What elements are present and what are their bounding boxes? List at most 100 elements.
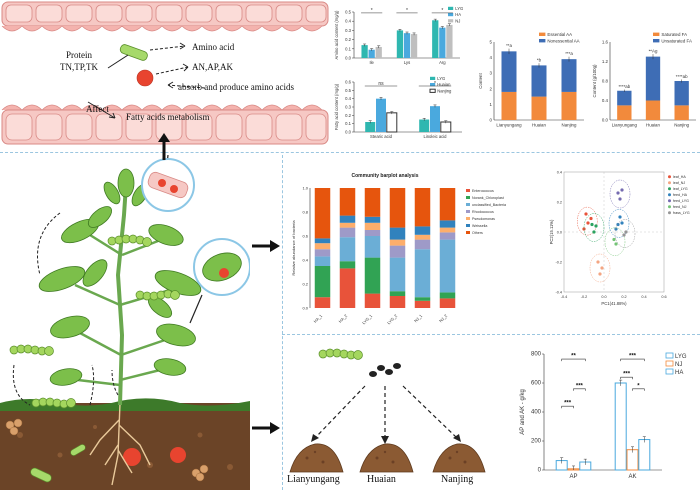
bar	[446, 24, 453, 59]
stack-segment	[561, 59, 577, 92]
stack-segment	[531, 96, 547, 120]
y-tick-label: 0.2	[345, 113, 351, 118]
amino-acid-label: Amino acid	[192, 42, 235, 52]
y-tick-label: 0.1	[345, 46, 351, 51]
bar	[410, 34, 418, 58]
legend-label: Nonessential AA	[547, 38, 579, 43]
stack-segment	[439, 239, 456, 293]
scatter-point	[598, 272, 602, 276]
y-tick-label: 0.2	[557, 200, 562, 204]
group-ellipse	[577, 206, 598, 236]
sig-bracket	[620, 358, 645, 362]
legend-swatch	[665, 352, 674, 359]
green-capsule-icon	[119, 44, 148, 61]
legend-label: Norank_Chloroplast	[472, 196, 504, 200]
y-tick-label: 1	[490, 102, 493, 107]
scatter-point	[592, 230, 596, 234]
y-tick-label: 0.0	[557, 230, 562, 234]
scatter-point	[589, 216, 593, 221]
legend-label: Rhodococcus	[472, 210, 494, 214]
sig-label: *	[406, 8, 408, 14]
y-tick-label: 0.3	[345, 105, 351, 110]
stack-segment	[339, 261, 356, 269]
legend-swatch	[466, 196, 470, 199]
x-tick-label: -0.2	[581, 295, 588, 299]
y-tick-label: 0.5	[345, 10, 351, 15]
legend-label: NJ	[455, 18, 460, 23]
stack-segment	[339, 227, 356, 238]
y-axis-label: PC2(15.11%)	[549, 219, 554, 244]
legend-marker	[668, 193, 671, 197]
stack-segment	[414, 239, 431, 250]
bar	[375, 46, 382, 58]
legend-swatch	[430, 83, 436, 87]
y-tick-label: 0.6	[345, 80, 351, 85]
y-tick-label: 0.0	[602, 118, 609, 123]
y-tick-label: 0.6	[302, 234, 308, 239]
y-axis-label: Amino acid content (mg/g)	[334, 10, 339, 59]
stack-segment	[617, 90, 632, 106]
legend-swatch	[653, 39, 660, 43]
scatter-point	[586, 221, 590, 225]
plant-stem	[115, 184, 128, 406]
stack-segment	[414, 234, 431, 240]
stack-segment	[389, 291, 406, 296]
y-tick-label: 1.6	[602, 40, 609, 45]
stack-segment	[674, 105, 689, 120]
y-tick-label: 0	[538, 468, 542, 474]
stack-segment	[314, 238, 331, 244]
stack-segment	[314, 188, 331, 239]
sig-label: *	[441, 8, 443, 14]
group-ellipse	[609, 179, 631, 209]
legend-label: leaf_LYG	[673, 187, 688, 191]
soil-red-particle-icon-2	[170, 447, 186, 463]
sig-bracket	[620, 376, 633, 380]
soil-green-capsule-icon	[30, 467, 52, 483]
legend-label: Pseudomonas	[472, 217, 495, 221]
bar	[614, 382, 627, 471]
soil-panel: Lianyungang Huaian Nanjing	[285, 338, 503, 490]
y-tick-label: 0.4	[345, 96, 351, 101]
y-axis-label: Content (g/100g)	[592, 64, 597, 97]
stack-segment	[389, 296, 406, 308]
upper-intestine-wall	[1, 1, 329, 32]
sig-bracket	[561, 405, 574, 409]
scatter-point	[614, 242, 618, 246]
scatter-point	[596, 260, 600, 264]
y-tick-label: 2	[490, 86, 493, 91]
legend-swatch	[429, 88, 436, 93]
y-tick-label: 5	[490, 40, 493, 45]
soil-illustration	[289, 348, 486, 473]
sig-bracket	[573, 388, 586, 391]
y-tick-label: -0.2	[555, 260, 562, 264]
y-tick-label: 4	[490, 55, 493, 60]
y-tick-label: 0.4	[345, 19, 351, 24]
frass-icon	[369, 363, 401, 377]
group-ellipse	[583, 213, 605, 242]
stack-segment	[314, 243, 331, 250]
bar	[368, 49, 375, 58]
stack-segment	[339, 268, 356, 308]
legend-marker	[668, 187, 671, 191]
legend-marker	[668, 175, 671, 179]
sig-label: *	[371, 8, 373, 14]
magnifier-intestine	[141, 154, 195, 212]
legend-label: unclassified_Bacteria	[472, 203, 506, 207]
x-tick-label: AK	[628, 474, 636, 480]
stack-segment	[501, 51, 517, 92]
legend-label: Saturated FA	[661, 32, 687, 37]
stack-segment	[314, 249, 331, 257]
stack-segment	[414, 297, 431, 301]
sig-label: ns	[378, 81, 384, 87]
legend-label: NJ	[675, 362, 682, 368]
y-tick-label: 0.3	[345, 28, 351, 33]
scatter-point	[612, 237, 616, 242]
y-axis-label: Fatty acid content (mg/g)	[334, 83, 339, 130]
x-tick-label: HA_2	[338, 313, 349, 324]
stack-segment	[314, 256, 331, 266]
legend-swatch	[448, 6, 454, 10]
divider-top	[0, 152, 700, 153]
